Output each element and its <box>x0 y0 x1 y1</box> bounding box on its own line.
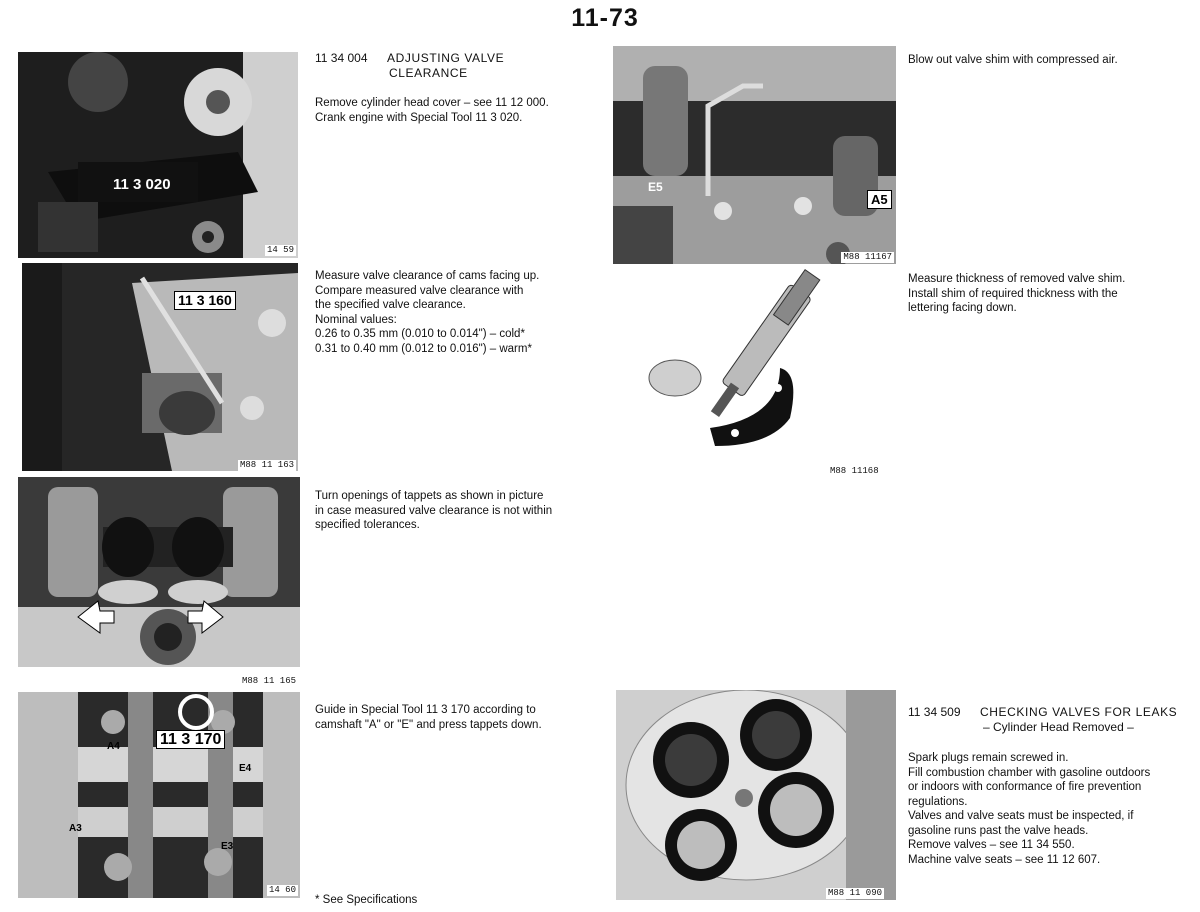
figure-code: 14 60 <box>266 885 298 896</box>
tappet-openings-illustration <box>18 477 300 687</box>
camshaft-mark-e4: E4 <box>239 763 252 774</box>
section-title: CHECKING VALVES FOR LEAKS <box>980 705 1178 719</box>
press-tool-illustration <box>18 692 300 898</box>
photo-blow-out-shim: E5 A5 M88 11167 <box>613 46 896 264</box>
figure-code: 14 59 <box>264 245 296 256</box>
section-title-line2: CLEARANCE <box>389 66 468 81</box>
instruction-text: Blow out valve shim with compressed air. <box>908 54 1118 66</box>
camshaft-mark-a3: A3 <box>69 823 82 834</box>
section-title: ADJUSTING VALVE <box>387 51 505 65</box>
compressed-air-illustration <box>613 46 896 264</box>
feeler-gauge-illustration <box>22 263 298 471</box>
tool-label-11-3-170: 11 3 170 <box>156 730 226 749</box>
section-subheading: – Cylinder Head Removed – <box>983 720 1134 734</box>
instruction-text: Remove cylinder head cover – see 11 12 0… <box>315 97 549 124</box>
photo-tappet-openings: M88 11 165 <box>18 477 300 687</box>
figure-code: M88 11 165 <box>239 676 298 687</box>
instruction-text: Measure thickness of removed valve shim.… <box>908 273 1126 314</box>
camshaft-mark-e3: E3 <box>221 841 234 852</box>
micrometer-illustration <box>640 268 896 480</box>
page-number: 11-73 <box>571 4 639 32</box>
footnote-see-specifications: * See Specifications <box>315 894 418 906</box>
crank-tool-illustration <box>18 52 298 258</box>
photo-crank-engine-tool: 11 3 020 14 59 <box>18 52 298 258</box>
section-code: 11 34 004 <box>315 51 368 65</box>
tool-label-11-3-020: 11 3 020 <box>113 176 171 193</box>
camshaft-mark-e5: E5 <box>648 180 663 194</box>
figure-code: M88 11168 <box>828 466 881 477</box>
tool-label-11-3-160: 11 3 160 <box>174 291 236 310</box>
section-title-continued: CLEARANCE <box>389 66 468 80</box>
photo-press-tappets-tool: 11 3 170 A4 E4 A3 E3 14 60 <box>18 692 300 898</box>
section-heading-adjusting-valve-clearance: 11 34 004 ADJUSTING VALVE <box>315 51 504 66</box>
valves-illustration <box>616 690 896 900</box>
photo-measure-shim: M88 11168 <box>640 268 896 480</box>
section-code: 11 34 509 <box>908 705 961 719</box>
instruction-text: Measure valve clearance of cams facing u… <box>315 270 540 355</box>
figure-code: M88 11 090 <box>826 888 885 899</box>
photo-combustion-chamber-valves: M88 11 090 <box>616 690 896 900</box>
instruction-text: Turn openings of tappets as shown in pic… <box>315 490 553 531</box>
figure-code: M88 11 163 <box>237 460 296 471</box>
instruction-text: Spark plugs remain screwed in. Fill comb… <box>908 752 1151 866</box>
figure-code: M88 11167 <box>841 252 894 263</box>
camshaft-mark-a4: A4 <box>107 741 120 752</box>
photo-measure-clearance: 11 3 160 M88 11 163 <box>22 263 298 471</box>
camshaft-mark-a5: A5 <box>867 190 892 209</box>
instruction-text: Guide in Special Tool 11 3 170 according… <box>315 704 542 731</box>
section-heading-checking-valves-for-leaks: 11 34 509 CHECKING VALVES FOR LEAKS <box>908 705 1177 720</box>
